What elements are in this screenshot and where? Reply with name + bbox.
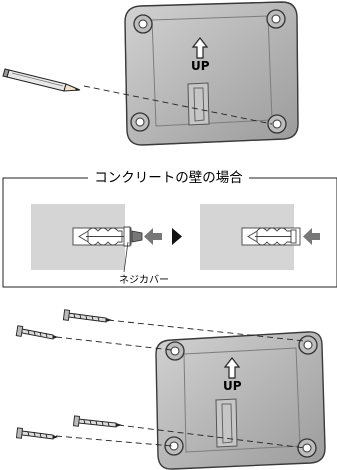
screw-guide-lines bbox=[55, 319, 306, 449]
wall-cross-section-left bbox=[31, 204, 132, 270]
up-arrow-icon bbox=[191, 37, 209, 59]
up-label-bottom: UP bbox=[223, 379, 242, 393]
up-label-top: UP bbox=[191, 59, 210, 73]
screw-holes-top bbox=[130, 9, 287, 134]
push-arrow-icon-left bbox=[144, 228, 162, 245]
screw-holes-bottom bbox=[164, 335, 318, 458]
section-title: コンクリートの壁の場合 bbox=[0, 170, 337, 186]
screw-icon-upper-left bbox=[15, 325, 58, 340]
screw-icon-lower-right bbox=[72, 415, 122, 428]
screw-icon-upper-right bbox=[62, 309, 112, 323]
screw-icon-lower-left bbox=[15, 427, 58, 440]
section-title-text: コンクリートの壁の場合 bbox=[88, 170, 249, 186]
marking-guide-line bbox=[83, 85, 273, 125]
screw-cover-label: ネジカバー bbox=[119, 275, 169, 286]
mounting-plate-top bbox=[124, 1, 299, 146]
wall-cross-section-right bbox=[200, 204, 301, 270]
pencil-icon bbox=[2, 68, 81, 92]
push-arrow-icon-right bbox=[303, 228, 320, 245]
up-arrow-icon-bottom bbox=[223, 357, 241, 379]
screw-cover-icon bbox=[123, 230, 143, 273]
next-step-arrow-icon bbox=[172, 228, 182, 245]
